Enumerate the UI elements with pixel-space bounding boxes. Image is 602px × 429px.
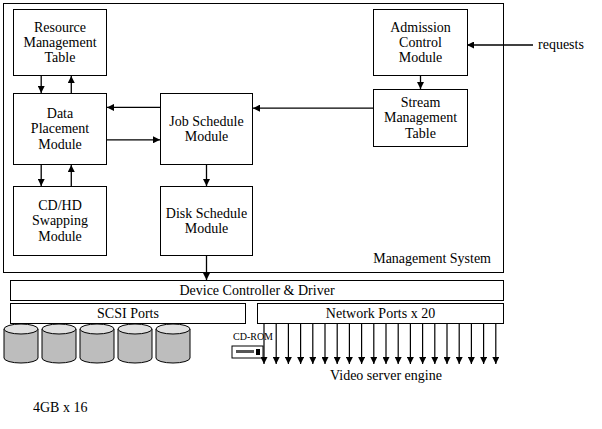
disk-top	[118, 324, 152, 334]
node-label: Admission Control Module	[374, 20, 467, 65]
module-box: Disk Schedule Module	[160, 186, 253, 256]
flow-arrow	[206, 256, 207, 280]
flow-arrow	[253, 107, 373, 108]
network-arrow	[385, 322, 386, 364]
node-label: Job Schedule Module	[161, 114, 252, 144]
module-box: Job Schedule Module	[160, 93, 253, 165]
network-arrow	[398, 322, 399, 364]
port-bar: Network Ports x 20	[257, 303, 504, 324]
node-label: Network Ports x 20	[323, 306, 438, 321]
network-arrow	[410, 322, 411, 364]
network-arrow	[337, 322, 338, 364]
module-box: CD/HD Swapping Module	[13, 186, 107, 256]
network-arrow	[495, 322, 496, 364]
network-arrow	[459, 322, 460, 364]
text-label: Video server engine	[330, 368, 442, 383]
cdrom-drive	[232, 346, 263, 358]
controller-bar: Device Controller & Driver	[10, 280, 504, 301]
module-box: Data Placement Module	[13, 93, 107, 165]
node-label: Resource Management Table	[14, 20, 106, 65]
node-label: Device Controller & Driver	[176, 283, 337, 298]
flow-arrow	[107, 139, 160, 140]
node-label: Stream Management Table	[374, 95, 467, 140]
table-box: Stream Management Table	[373, 89, 468, 147]
flow-arrow	[420, 76, 421, 89]
flow-arrow	[107, 107, 160, 108]
node-label: Management System	[373, 251, 491, 266]
network-arrow	[373, 322, 374, 364]
flow-arrow	[41, 165, 42, 186]
disk-top	[4, 324, 38, 334]
network-arrow	[446, 322, 447, 364]
network-arrow	[361, 322, 362, 364]
network-arrow	[471, 322, 472, 364]
port-bar: SCSI Ports	[10, 303, 246, 324]
disk-top	[42, 324, 76, 334]
module-box: Admission Control Module	[373, 9, 468, 76]
network-arrow	[422, 322, 423, 364]
text-label: CD-ROM	[233, 331, 273, 342]
network-arrow	[312, 322, 313, 364]
disk-drive	[80, 324, 114, 363]
node-label: CD/HD Swapping Module	[14, 198, 106, 243]
flow-arrow	[71, 165, 72, 186]
disk-top	[156, 324, 190, 334]
requests-arrow	[467, 44, 533, 45]
disk-top	[80, 324, 114, 334]
text-label: 4GB x 16	[33, 400, 87, 415]
node-label: SCSI Ports	[94, 306, 162, 321]
network-arrow	[483, 322, 484, 364]
network-arrow	[434, 322, 435, 364]
network-arrow	[263, 322, 264, 364]
table-box: Resource Management Table	[13, 9, 107, 76]
node-label: Data Placement Module	[14, 106, 106, 151]
flow-arrow	[41, 76, 42, 93]
management-system-box: Management System Resource Management Tab…	[3, 3, 504, 273]
network-port-arrows	[264, 322, 496, 364]
disk-drive	[156, 324, 190, 363]
network-arrow	[276, 322, 277, 364]
flow-arrow	[206, 165, 207, 186]
network-arrow	[324, 322, 325, 364]
network-arrow	[349, 322, 350, 364]
text-label: requests	[538, 37, 584, 52]
disk-drive	[42, 324, 76, 363]
node-label: Disk Schedule Module	[161, 206, 252, 236]
network-arrow	[300, 322, 301, 364]
disk-array	[4, 324, 190, 363]
network-arrow	[288, 322, 289, 364]
flow-arrow	[71, 76, 72, 93]
disk-drive	[4, 324, 38, 363]
disk-drive	[118, 324, 152, 363]
